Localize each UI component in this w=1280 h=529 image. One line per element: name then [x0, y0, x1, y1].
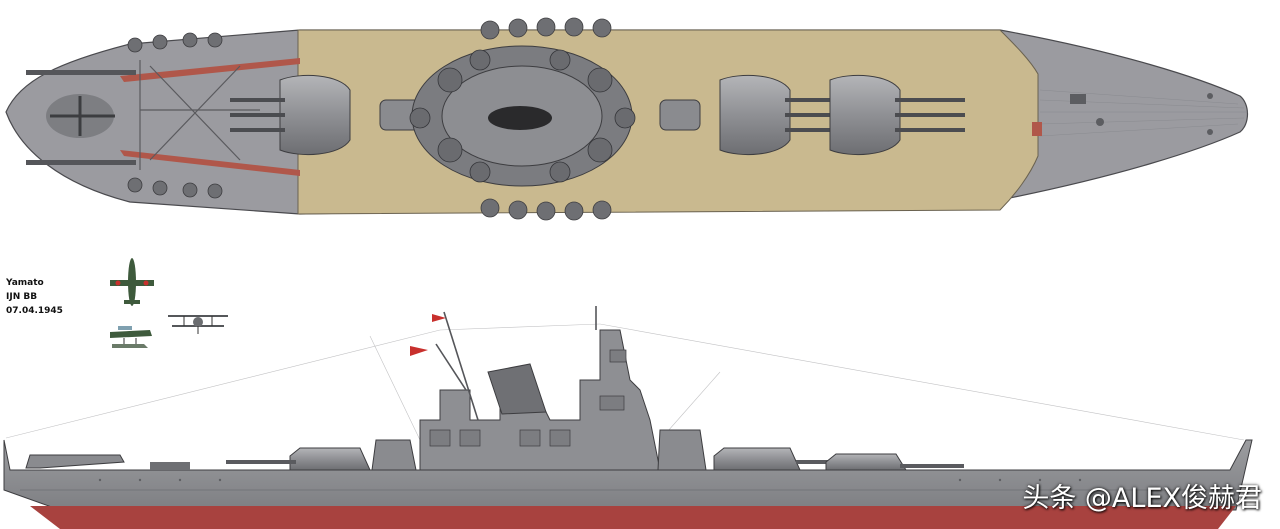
top-stern-rails — [139, 60, 260, 170]
ship-date: 07.04.1945 — [6, 306, 63, 316]
top-turret-aft — [230, 74, 351, 156]
side-flags — [410, 314, 446, 356]
top-turret-fwd-2 — [829, 74, 965, 156]
top-stern-aircraft — [46, 94, 115, 138]
floatplane-top-icon — [110, 258, 154, 306]
ship-name: Yamato — [6, 278, 44, 288]
side-profile-view — [3, 306, 1253, 529]
top-plan-view — [5, 17, 1249, 221]
ship-class: IJN BB — [6, 292, 38, 302]
side-turret-fwd-2 — [825, 453, 964, 471]
top-catapult-lower — [26, 160, 136, 165]
top-stern-red-stripe-lower — [120, 150, 300, 176]
side-mast — [435, 306, 597, 421]
side-secondary-fwd — [657, 429, 707, 471]
top-superstructure — [409, 45, 636, 187]
top-deck-fittings — [1032, 93, 1213, 136]
top-edge-mounts — [127, 17, 612, 221]
top-secondary-fwd — [659, 99, 701, 131]
side-stern-catapult — [150, 462, 190, 470]
top-catapult-upper — [26, 70, 136, 75]
side-rigging — [5, 323, 1245, 441]
top-stern-red-stripe-upper — [120, 58, 300, 82]
floatplane-side-icon — [110, 326, 152, 348]
side-superstructure — [419, 329, 661, 471]
side-secondary-aft — [371, 439, 417, 471]
watermark: 头条 @ALEX俊赫君 — [1022, 483, 1262, 514]
side-turret-aft — [226, 447, 371, 471]
side-stern-crane — [25, 454, 125, 469]
side-portholes — [98, 478, 1082, 482]
biplane-front-icon — [168, 315, 228, 334]
side-funnel — [487, 363, 547, 415]
side-hull-red — [30, 506, 1236, 529]
ship-caption: Yamato IJN BB 07.04.1945 — [6, 276, 63, 318]
